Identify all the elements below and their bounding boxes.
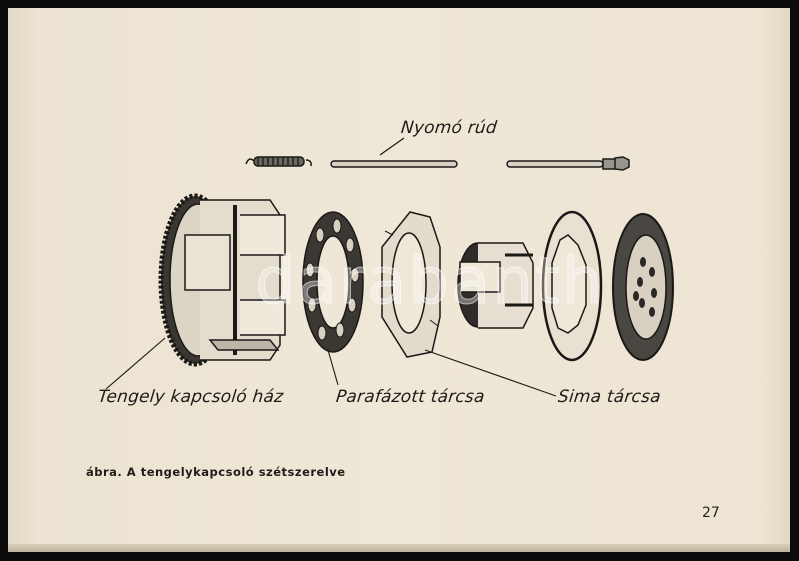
label-plain-disc: Sima tárcsa — [556, 387, 662, 407]
clutch-housing-drawing — [158, 193, 286, 367]
label-cork-disc: Parafázott tárcsa — [334, 387, 486, 407]
label-clutch-housing: Tengely kapcsoló ház — [96, 387, 285, 407]
watermark: darabanth — [254, 245, 605, 320]
clutch-hub-drawing — [457, 242, 534, 329]
push-rod-nut — [602, 156, 630, 171]
page-number: 27 — [702, 505, 720, 521]
cork-disc-drawing — [302, 211, 364, 353]
label-push-rod: Nyomó rúd — [399, 118, 498, 138]
page-edge — [8, 544, 790, 552]
spring-drawing — [245, 156, 312, 167]
pressure-plate-drawing — [612, 213, 674, 361]
push-rod-1 — [330, 160, 458, 168]
figure-caption: ábra. A tengelykapcsoló szétszerelve — [86, 465, 346, 479]
push-rod-2 — [506, 160, 604, 168]
plain-disc-drawing — [541, 210, 603, 362]
